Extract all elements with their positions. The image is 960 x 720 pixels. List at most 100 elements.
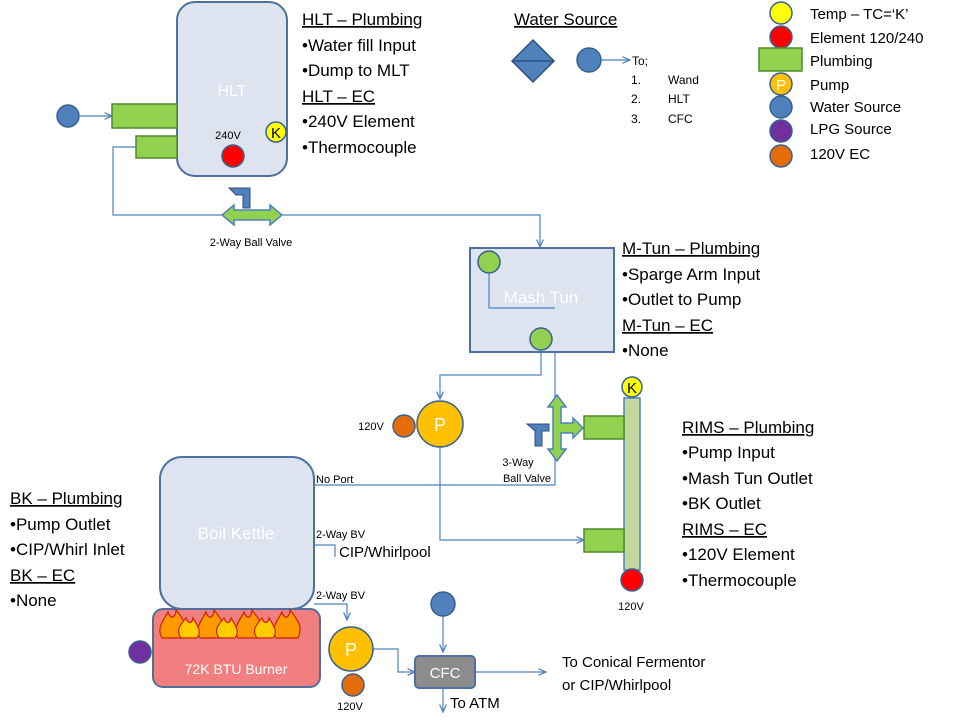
water-dest-num-2: 2. <box>631 92 641 106</box>
water-dest-name-1: Wand <box>668 73 699 87</box>
pipe-mashtun-to-pump <box>440 350 542 399</box>
rims-tc-letter: K <box>627 380 637 397</box>
rims-plumbing-item-2: •Mash Tun Outlet <box>682 469 813 488</box>
hlt-group: HLT 240V K HLT – Plumbing •Water fill In… <box>56 1 422 177</box>
legend-water-source-icon <box>769 95 793 119</box>
rims-plumbing-item-1: •Pump Input <box>682 443 775 462</box>
water-dest-name-3: CFC <box>668 112 693 126</box>
mash-tun-sparge-arm <box>488 273 555 309</box>
three-way-valve-body-icon <box>546 393 585 463</box>
lpg-source-icon <box>128 640 152 664</box>
main-pump-ec-voltage: 120V <box>358 421 384 433</box>
cfc-label: CFC <box>430 665 461 682</box>
hlt-element-icon <box>221 144 245 168</box>
pipe-bk-to-bkpump <box>314 603 347 620</box>
rims-group: K 120V RIMS – Plumbing •Pump Input •Mash… <box>583 376 814 613</box>
mash-tun-plumbing-heading: M-Tun – Plumbing <box>622 239 760 258</box>
hlt-thermocouple-icon <box>265 121 287 143</box>
water-source-heading: Water Source <box>514 10 617 29</box>
main-pump-group: P 120V <box>358 400 464 448</box>
two-way-valve-label: 2-Way Ball Valve <box>210 237 293 249</box>
rims-element-voltage: 120V <box>618 601 644 613</box>
water-dest-name-2: HLT <box>668 92 690 106</box>
legend-plumbing-label: Plumbing <box>810 53 873 70</box>
rims-thermocouple-icon <box>621 376 643 398</box>
hlt-plumbing-item-1: •Water fill Input <box>302 36 416 55</box>
cfc-water-source-icon <box>430 591 456 617</box>
three-way-valve-label-2: Ball Valve <box>503 473 551 485</box>
mash-tun-label: Mash Tun <box>504 288 579 307</box>
rims-element-icon <box>620 568 644 592</box>
rims-tube <box>623 397 641 571</box>
three-way-valve-handle-icon <box>525 423 550 447</box>
cfc-to-fermentor-2: or CIP/Whirlpool <box>562 677 671 694</box>
bk-ec-item-1: •None <box>10 591 57 610</box>
three-way-ball-valve: 3-Way Ball Valve <box>502 393 585 485</box>
rims-pump-inlet-plumbing <box>583 528 625 553</box>
main-pump-ec-icon <box>392 414 416 438</box>
rims-mashtun-inlet-plumbing <box>583 415 625 440</box>
boil-kettle-2way-bv-1: 2-Way BV <box>316 529 366 541</box>
bk-pump-letter: P <box>345 640 357 660</box>
hlt-water-source-icon <box>56 104 80 128</box>
legend-temp-label: Temp – TC=‘K’ <box>810 6 909 23</box>
cfc-to-atm: To ATM <box>450 695 500 712</box>
flames-icon <box>159 608 301 639</box>
legend-lpg-icon <box>769 119 793 143</box>
boil-kettle-no-port: No Port <box>316 474 353 486</box>
hlt-tank <box>176 1 288 177</box>
legend: Temp – TC=‘K’ Element 120/240 Plumbing P… <box>758 1 923 168</box>
mash-tun-plumbing-item-1: •Sparge Arm Input <box>622 265 761 284</box>
legend-element-icon <box>769 25 793 49</box>
rims-ec-item-2: •Thermocouple <box>682 571 797 590</box>
mash-tun-sparge-inlet-icon <box>477 250 501 274</box>
mash-tun-outlet-icon <box>529 327 553 351</box>
main-pump-icon <box>416 400 464 448</box>
water-source-to-label: To; <box>632 54 648 68</box>
bk-pump-ec-voltage: 120V <box>337 701 363 713</box>
hlt-tc-letter: K <box>271 125 281 142</box>
mash-tun-group: Mash Tun M-Tun – Plumbing •Sparge Arm In… <box>469 239 761 360</box>
legend-pump-icon <box>769 72 793 96</box>
mash-tun-plumbing-item-2: •Outlet to Pump <box>622 290 741 309</box>
cfc-body <box>414 655 476 689</box>
hlt-tank-label: HLT <box>217 83 246 100</box>
mash-tun-ec-heading: M-Tun – EC <box>622 316 713 335</box>
hlt-plumbing-heading: HLT – Plumbing <box>302 10 422 29</box>
main-pump-letter: P <box>434 415 446 435</box>
legend-120v-ec-icon <box>769 144 793 168</box>
rims-ec-item-1: •120V Element <box>682 545 795 564</box>
mash-tun-ec-item-1: •None <box>622 341 669 360</box>
legend-plumbing-icon <box>758 47 803 72</box>
bk-plumbing-heading: BK – Plumbing <box>10 489 122 508</box>
cfc-group: CFC To Conical Fermentor or CIP/Whirlpoo… <box>414 591 705 712</box>
hlt-plumbing-item-2: •Dump to MLT <box>302 61 410 80</box>
two-way-valve-body-icon <box>220 203 284 227</box>
hlt-ec-item-1: •240V Element <box>302 112 415 131</box>
boil-kettle-2way-bv-2: 2-Way BV <box>316 590 366 602</box>
water-dest-num-1: 1. <box>631 73 641 87</box>
hlt-element-voltage: 240V <box>215 130 241 142</box>
legend-water-source-label: Water Source <box>810 99 901 116</box>
two-way-ball-valve: 2-Way Ball Valve <box>210 187 293 249</box>
pipe-pump-to-rims <box>439 447 584 540</box>
legend-120v-ec-label: 120V EC <box>810 146 870 163</box>
hlt-dump-plumbing <box>135 135 178 159</box>
bk-ec-heading: BK – EC <box>10 566 75 585</box>
hlt-fill-input-plumbing <box>111 103 178 129</box>
boil-kettle-group: Boil Kettle No Port 2-Way BV CIP/Whirlpo… <box>10 456 431 610</box>
hlt-ec-item-2: •Thermocouple <box>302 138 417 157</box>
legend-pump-label: Pump <box>810 77 849 94</box>
boil-kettle-cip-whirlpool: CIP/Whirlpool <box>339 544 431 561</box>
rims-plumbing-item-3: •BK Outlet <box>682 494 761 513</box>
bk-plumbing-item-2: •CIP/Whirl Inlet <box>10 540 125 559</box>
cfc-to-fermentor-1: To Conical Fermentor <box>562 654 705 671</box>
water-source-circle-icon <box>576 47 602 73</box>
bk-pump-ec-icon <box>341 673 365 697</box>
burner-label: 72K BTU Burner <box>185 661 288 677</box>
water-source-group: Water Source To; 1. Wand 2. HLT 3. CFC <box>510 10 699 126</box>
water-dest-num-3: 3. <box>631 112 641 126</box>
bk-pump-icon <box>328 626 374 672</box>
boil-kettle-label: Boil Kettle <box>198 524 275 543</box>
